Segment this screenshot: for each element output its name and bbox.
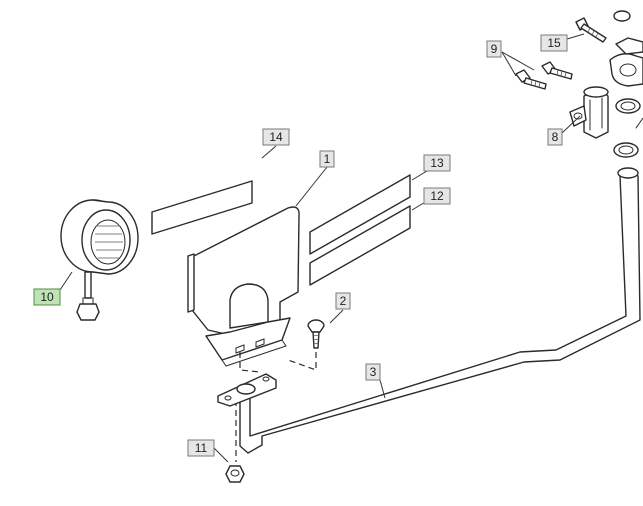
callout-11[interactable]: 11: [187, 439, 215, 457]
callout-label: 14: [269, 130, 283, 144]
decal-14[interactable]: [151, 180, 253, 235]
callout-label: 1: [324, 152, 331, 166]
support-tube-3[interactable]: [239, 167, 641, 454]
callout-15[interactable]: 15: [540, 34, 568, 52]
bushing-rings[interactable]: [613, 98, 643, 158]
callout-3[interactable]: 3: [365, 363, 381, 381]
callout-label: 8: [552, 130, 559, 144]
shield-bracket-1[interactable]: [187, 206, 300, 367]
callout-13[interactable]: 13: [423, 154, 451, 172]
nut-11[interactable]: [225, 465, 245, 483]
callout-14[interactable]: 14: [262, 128, 290, 146]
callout-label: 15: [547, 36, 561, 50]
callout-label: 9: [491, 42, 498, 56]
callout-label: 10: [40, 290, 54, 304]
clamp-8[interactable]: [569, 86, 609, 139]
callout-label: 3: [370, 365, 377, 379]
callout-label: 11: [195, 441, 208, 455]
leader-lines: [59, 33, 585, 463]
bolt-15[interactable]: [575, 10, 631, 43]
decal-12[interactable]: [309, 205, 411, 286]
callout-label: 2: [340, 294, 347, 308]
callout-2[interactable]: 2: [335, 292, 351, 310]
callout-8[interactable]: 8: [547, 128, 563, 146]
assembly-centerline: [235, 352, 317, 462]
callout-1[interactable]: 1: [319, 150, 335, 168]
decal-13[interactable]: [309, 174, 411, 255]
light-assembly-10[interactable]: [60, 199, 139, 321]
callout-label: 13: [430, 156, 444, 170]
screw-2[interactable]: [307, 319, 325, 349]
mounting-plate[interactable]: [217, 373, 277, 407]
callout-9[interactable]: 9: [486, 40, 502, 58]
callout-10[interactable]: 10: [33, 288, 61, 306]
yoke-part[interactable]: [609, 37, 643, 87]
callout-label: 12: [430, 189, 444, 203]
callout-12[interactable]: 12: [423, 187, 451, 205]
bolts-9[interactable]: [515, 61, 573, 90]
